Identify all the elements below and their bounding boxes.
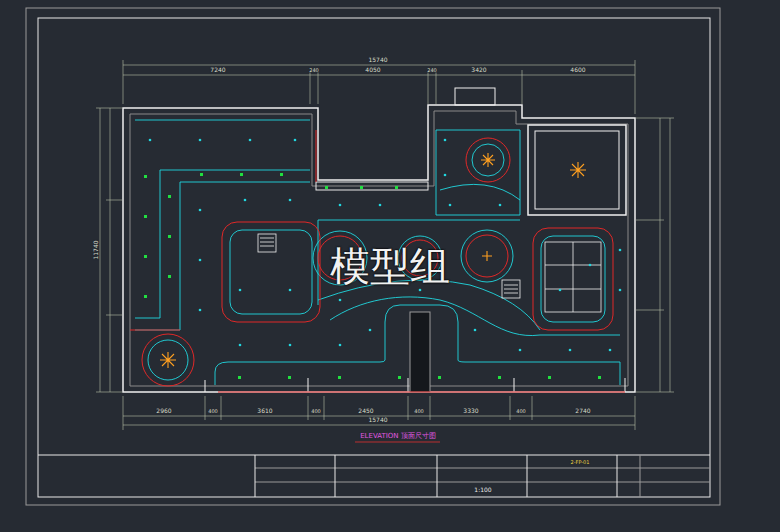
drawing-title: ELEVATION 顶面尺寸图	[359, 433, 437, 440]
vents	[258, 234, 601, 312]
down-lights	[149, 139, 622, 352]
ceiling-lines	[135, 120, 620, 385]
dimension: 7240	[209, 67, 226, 73]
green-lamps	[144, 173, 601, 379]
watermark: 模型组	[329, 246, 451, 286]
red-outlines	[130, 130, 625, 392]
sheet-frame	[26, 8, 720, 505]
dimension: 400	[515, 409, 527, 414]
drawing-number: 2-FP-01	[570, 460, 591, 465]
chandeliers	[160, 153, 586, 368]
dimension: 240	[426, 68, 438, 73]
dimension: 3610	[256, 408, 273, 414]
dimension: 2740	[574, 408, 591, 414]
scale-note: 1:100	[473, 487, 492, 493]
dimension: 240	[308, 68, 320, 73]
dimension: 3420	[470, 67, 487, 73]
dimension: 400	[310, 409, 322, 414]
dimension-lines	[96, 60, 674, 430]
dimension: 15740	[367, 417, 388, 423]
dimension: 15740	[367, 57, 388, 63]
dimension: 11740	[93, 239, 99, 260]
dimension: 2960	[155, 408, 172, 414]
dimension: 4050	[364, 67, 381, 73]
dimension: 4600	[569, 67, 586, 73]
dimension: 400	[413, 409, 425, 414]
dimension: 3330	[462, 408, 479, 414]
dimension: 400	[207, 409, 219, 414]
walls	[123, 88, 635, 392]
dimension: 2450	[357, 408, 374, 414]
title-underline	[355, 442, 440, 443]
